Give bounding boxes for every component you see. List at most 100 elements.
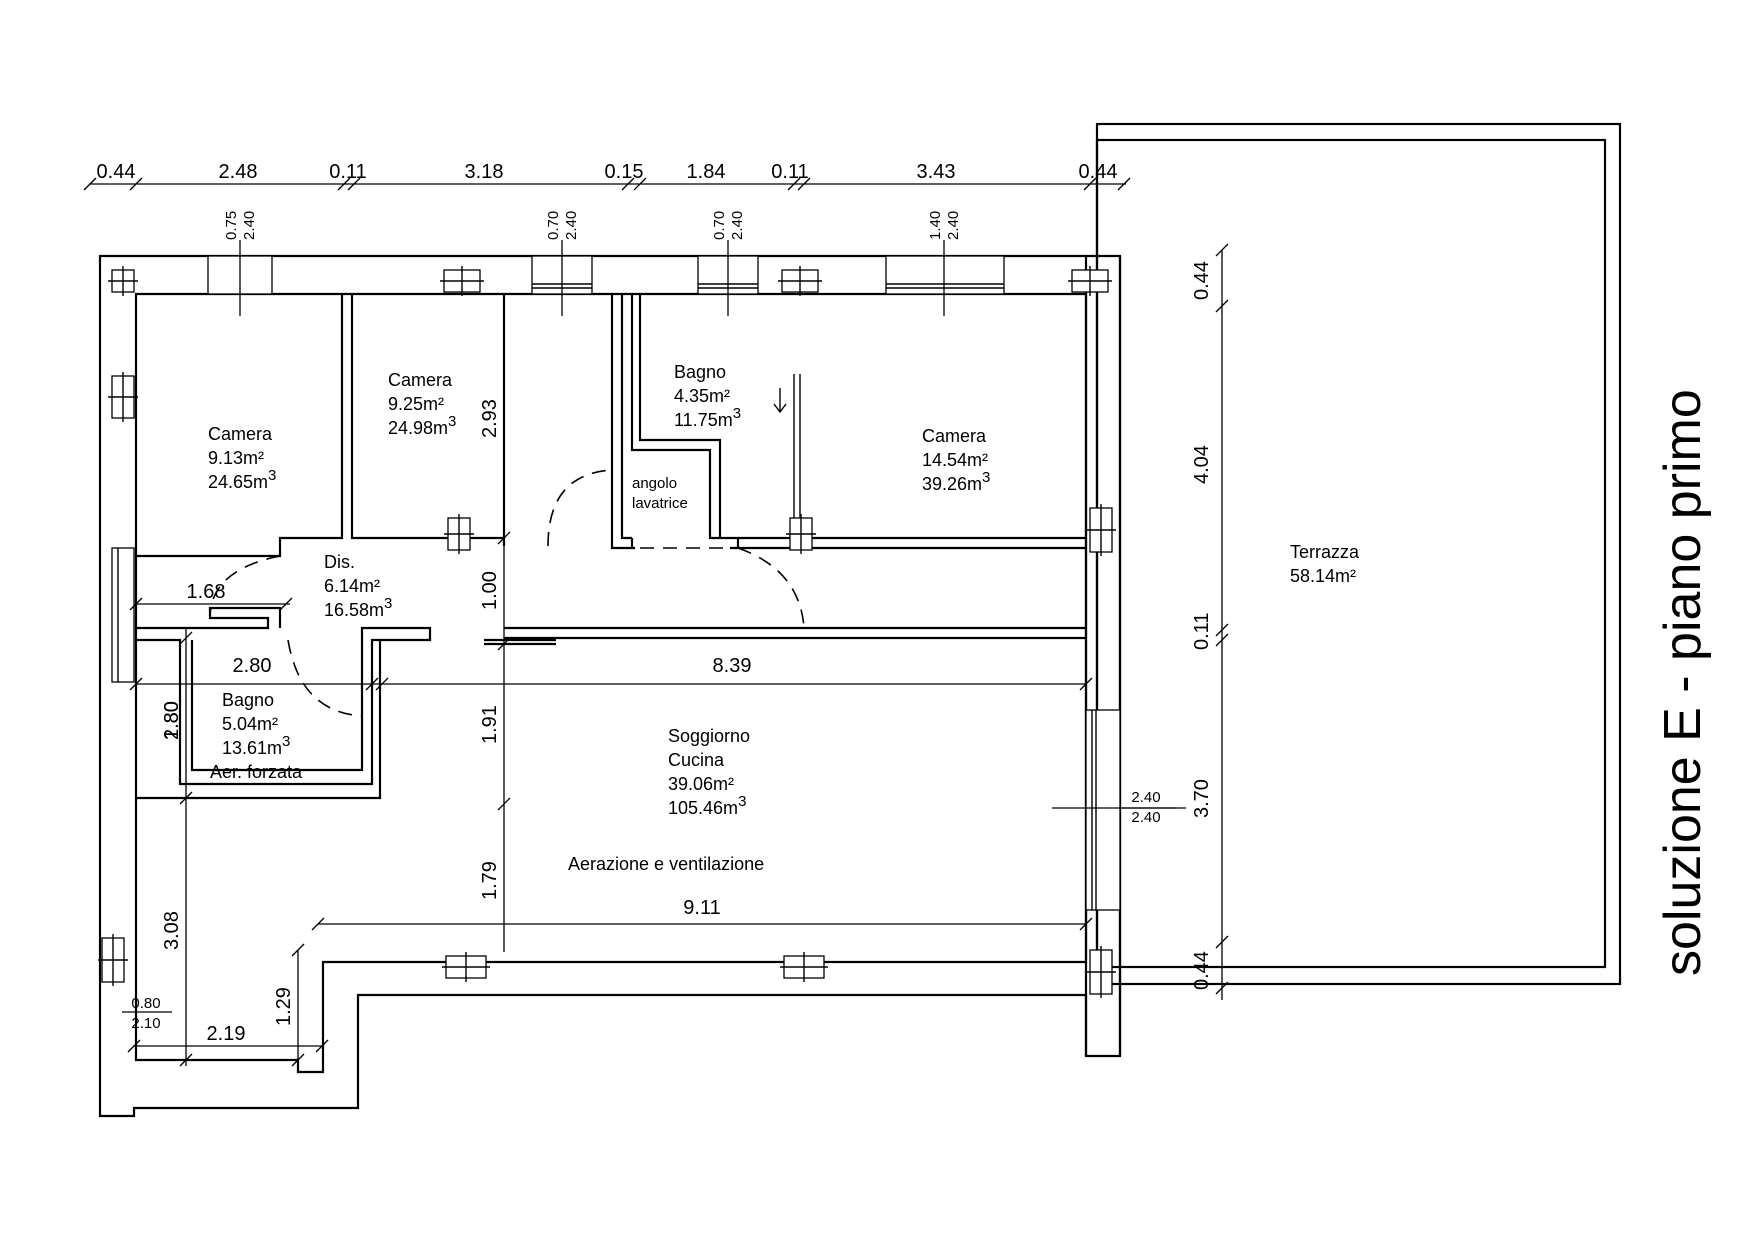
col-4 bbox=[1068, 266, 1112, 296]
room-name: Bagno bbox=[222, 690, 274, 710]
col-9 bbox=[98, 934, 128, 986]
win4-a: 1.40 bbox=[927, 211, 944, 240]
room-name: Camera bbox=[922, 426, 987, 446]
win1-b: 2.40 bbox=[241, 211, 258, 240]
page-title: soluzione E - piano primo bbox=[1654, 389, 1712, 976]
col-6 bbox=[444, 514, 474, 554]
room-soggiorno: Soggiorno Cucina 39.06m² 105.46m3 Aerazi… bbox=[568, 726, 764, 874]
room-name: Terrazza bbox=[1290, 542, 1360, 562]
win2-b: 2.40 bbox=[563, 211, 580, 240]
dim-dis-w: 1.68 bbox=[187, 581, 226, 603]
room-bagno2: Bagno 5.04m² 13.61m3 Aer. forzata bbox=[210, 690, 303, 782]
room-camera1: Camera 9.13m² 24.65m3 bbox=[208, 424, 276, 492]
col-3 bbox=[778, 266, 822, 296]
room-bagno1: Bagno 4.35m² 11.75m3 bbox=[674, 362, 741, 430]
dim-camera2-h: 2.93 bbox=[479, 399, 501, 438]
room-volume: 11.75m3 bbox=[674, 405, 741, 430]
room-area: 6.14m² bbox=[324, 576, 380, 596]
room-volume: 105.46m3 bbox=[668, 793, 746, 818]
dim-terr-4: 3.70 bbox=[1191, 779, 1213, 818]
column-markers bbox=[98, 266, 1116, 998]
dim-top-1: 0.44 bbox=[97, 161, 136, 183]
inner-dimension-labels: 2.93 1.00 1.68 2.80 2.80 1.80 8.39 1.91 … bbox=[131, 399, 1160, 1045]
col-1 bbox=[108, 266, 138, 296]
dim-top-2: 2.48 bbox=[219, 161, 258, 183]
dim-top-8: 3.43 bbox=[917, 161, 956, 183]
dim-liv-w: 8.39 bbox=[713, 655, 752, 677]
room-name: Bagno bbox=[674, 362, 726, 382]
room-volume: 39.26m3 bbox=[922, 469, 990, 494]
room-line2: lavatrice bbox=[632, 495, 688, 512]
dim-liv-h1: 1.91 bbox=[479, 705, 501, 744]
outer-walls bbox=[98, 254, 1122, 1118]
dim-top-7: 0.11 bbox=[771, 161, 808, 183]
col-8 bbox=[1086, 504, 1116, 556]
dim-top-9: 0.44 bbox=[1079, 161, 1118, 183]
room-name: Camera bbox=[388, 370, 453, 390]
room-area: 5.04m² bbox=[222, 714, 278, 734]
room-name: Soggiorno bbox=[668, 726, 750, 746]
room-name2: Cucina bbox=[668, 750, 725, 770]
dim-door-b: 2.10 bbox=[131, 1015, 160, 1032]
room-terrazza: Terrazza 58.14m² bbox=[1290, 542, 1360, 586]
dim-step-h: 1.29 bbox=[273, 987, 295, 1026]
room-area: 39.06m² bbox=[668, 774, 734, 794]
dim-terr-3: 0.11 bbox=[1191, 613, 1213, 650]
dim-win-right-b: 2.40 bbox=[1131, 809, 1160, 826]
dim-top-3: 0.11 bbox=[329, 161, 366, 183]
room-area: 58.14m² bbox=[1290, 566, 1356, 586]
room-volume: 16.58m3 bbox=[324, 595, 392, 620]
dim-liv-bottom: 9.11 bbox=[683, 897, 720, 919]
win3-a: 0.70 bbox=[711, 211, 728, 240]
dim-corr-h: 1.00 bbox=[479, 571, 501, 610]
doors bbox=[209, 374, 805, 717]
room-name: Camera bbox=[208, 424, 273, 444]
dim-left-h: 3.08 bbox=[161, 911, 183, 950]
top-windows bbox=[207, 255, 1005, 295]
room-line1: angolo bbox=[632, 475, 677, 492]
left-windows bbox=[111, 547, 135, 683]
room-area: 9.25m² bbox=[388, 394, 444, 414]
room-angolo-lavatrice: angolo lavatrice bbox=[632, 475, 688, 512]
col-11 bbox=[780, 952, 828, 982]
win2-a: 0.70 bbox=[545, 211, 562, 240]
room-area: 4.35m² bbox=[674, 386, 730, 406]
col-7 bbox=[786, 514, 816, 554]
dim-terr-2: 4.04 bbox=[1191, 445, 1213, 484]
room-area: 14.54m² bbox=[922, 450, 988, 470]
dim-liv-h2: 1.79 bbox=[479, 861, 501, 900]
dim-entry-w: 2.19 bbox=[207, 1023, 246, 1045]
room-name: Dis. bbox=[324, 552, 355, 572]
room-area: 9.13m² bbox=[208, 448, 264, 468]
col-12 bbox=[1086, 946, 1116, 998]
room-dis: Dis. 6.14m² 16.58m3 bbox=[324, 552, 392, 620]
room-note: Aerazione e ventilazione bbox=[568, 854, 764, 874]
room-note: Aer. forzata bbox=[210, 762, 303, 782]
balcony-door bbox=[1085, 709, 1121, 911]
col-10 bbox=[442, 952, 490, 982]
dimension-lines bbox=[83, 177, 1229, 1072]
dim-win-right-a: 2.40 bbox=[1131, 789, 1160, 806]
dim-top-6: 1.84 bbox=[687, 161, 726, 183]
top-dimension-labels: 0.44 2.48 0.11 3.18 0.15 1.84 0.11 3.43 … bbox=[97, 161, 1118, 183]
interior-walls bbox=[136, 294, 1086, 800]
dim-top-4: 3.18 bbox=[465, 161, 504, 183]
win4-b: 2.40 bbox=[945, 211, 962, 240]
win1-a: 0.75 bbox=[223, 211, 240, 240]
dim-terr-1: 0.44 bbox=[1191, 261, 1213, 300]
room-volume: 13.61m3 bbox=[222, 733, 290, 758]
window-labels: 0.75 2.40 0.70 2.40 0.70 2.40 1.40 2.40 bbox=[223, 211, 962, 240]
dim-door-a: 0.80 bbox=[131, 995, 160, 1012]
win3-b: 2.40 bbox=[729, 211, 746, 240]
dim-bagno-h1: 2.80 bbox=[161, 701, 183, 740]
room-camera3: Camera 14.54m² 39.26m3 bbox=[922, 426, 990, 494]
room-camera2: Camera 9.25m² 24.98m3 bbox=[388, 370, 456, 438]
dim-bagno-w: 2.80 bbox=[233, 655, 272, 677]
room-volume: 24.98m3 bbox=[388, 413, 456, 438]
terrace bbox=[1095, 122, 1622, 986]
terrace-dimension-labels: 0.44 4.04 0.11 3.70 0.44 bbox=[1191, 261, 1213, 990]
dim-terr-5: 0.44 bbox=[1191, 951, 1213, 990]
col-2 bbox=[440, 266, 484, 296]
dim-top-5: 0.15 bbox=[605, 161, 644, 183]
